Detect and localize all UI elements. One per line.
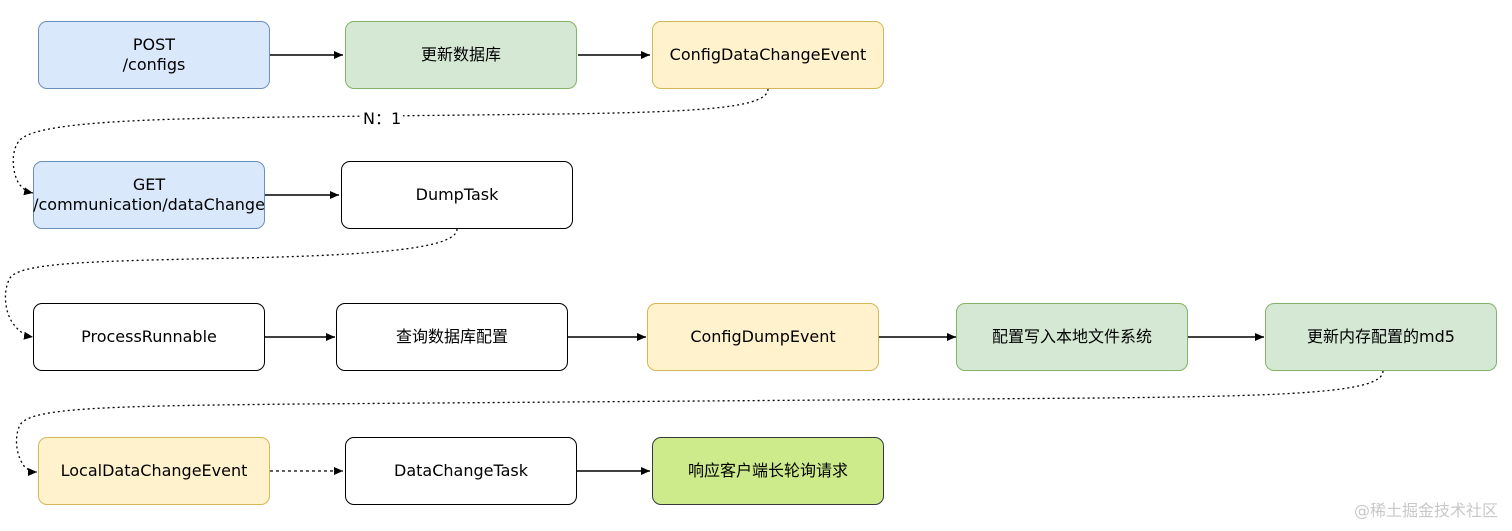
- node-label: LocalDataChangeEvent: [60, 461, 248, 480]
- node-config-data-change-event: ConfigDataChangeEvent: [652, 21, 884, 89]
- node-get-data-change: GET /communication/dataChange: [33, 161, 265, 229]
- node-label: ConfigDataChangeEvent: [669, 45, 867, 64]
- dotted-arrow-md5-to-local-event: [15, 370, 1384, 476]
- node-data-change-task: DataChangeTask: [345, 437, 577, 505]
- node-update-md5: 更新内存配置的md5: [1265, 303, 1497, 371]
- node-label: DataChangeTask: [394, 461, 528, 480]
- node-update-db: 更新数据库: [345, 21, 577, 89]
- watermark: @稀土掘金技术社区: [1353, 501, 1498, 520]
- node-label: 响应客户端长轮询请求: [687, 461, 848, 480]
- node-dump-task: DumpTask: [341, 161, 573, 229]
- node-label: 更新内存配置的md5: [1307, 327, 1455, 346]
- node-label: 配置写入本地文件系统: [991, 327, 1152, 346]
- node-process-runnable: ProcessRunnable: [33, 303, 265, 371]
- node-label: 更新数据库: [420, 45, 501, 64]
- node-query-db-config: 查询数据库配置: [336, 303, 568, 371]
- node-respond-long-poll: 响应客户端长轮询请求: [652, 437, 884, 505]
- dotted-arrow-event-to-get: [12, 88, 769, 196]
- node-label: POST /configs: [122, 35, 186, 74]
- node-label: ProcessRunnable: [81, 327, 217, 346]
- dotted-arrow-dumptask-to-process: [4, 228, 458, 340]
- node-label: DumpTask: [415, 185, 499, 204]
- node-post-configs: POST /configs: [38, 21, 270, 89]
- node-label: GET /communication/dataChange: [33, 175, 265, 214]
- node-label: ConfigDumpEvent: [690, 327, 836, 346]
- node-label: 查询数据库配置: [395, 327, 508, 346]
- node-write-local-fs: 配置写入本地文件系统: [956, 303, 1188, 371]
- node-config-dump-event: ConfigDumpEvent: [647, 303, 879, 371]
- node-local-data-change-event: LocalDataChangeEvent: [38, 437, 270, 505]
- edge-label-n-to-1: N：1: [361, 109, 404, 128]
